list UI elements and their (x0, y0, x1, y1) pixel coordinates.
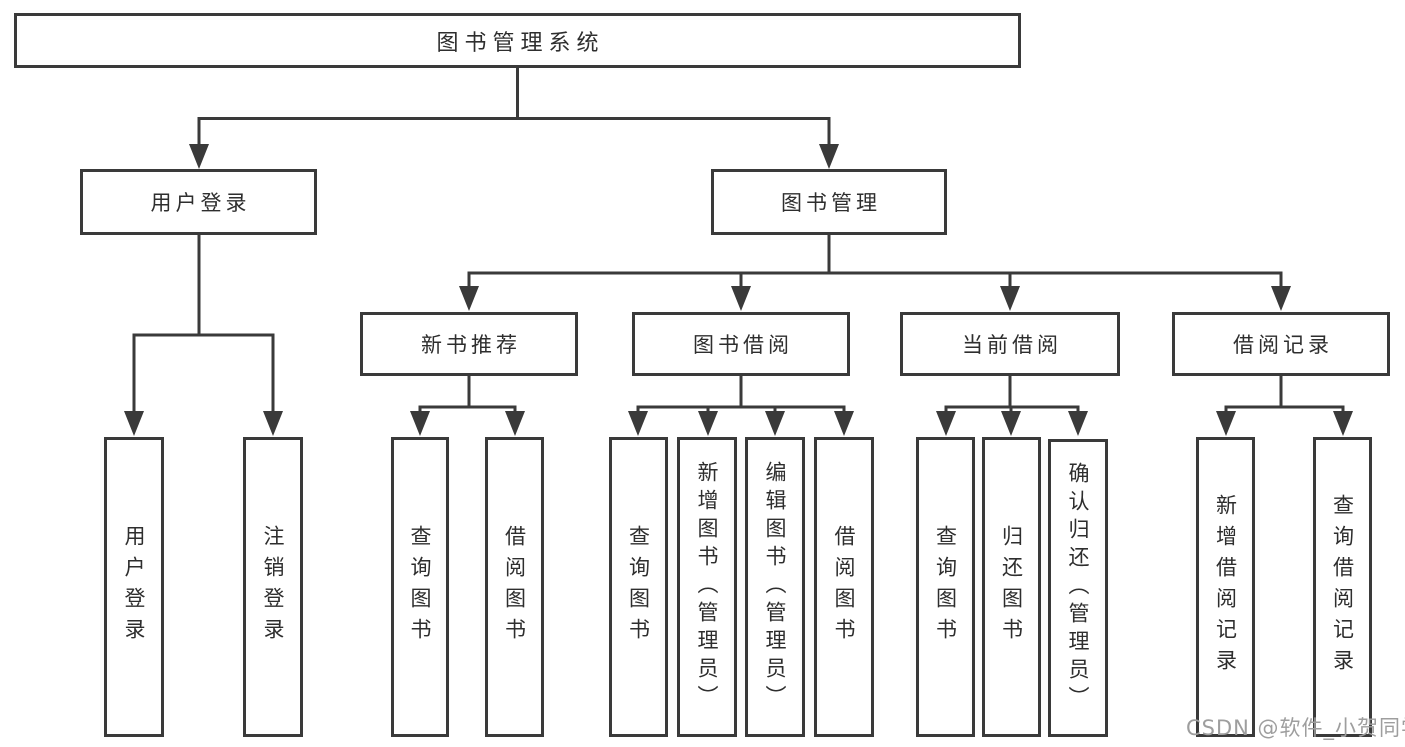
leaf-current-confirm-return-label: 确认归还（管理员） (1066, 462, 1090, 714)
leaf-borrow-query-book: 查询图书 (609, 437, 668, 737)
leaf-record-query: 查询借阅记录 (1313, 437, 1372, 737)
node-root: 图书管理系统 (14, 13, 1021, 68)
leaf-recommend-borrow-book: 借阅图书 (485, 437, 544, 737)
leaf-borrow-add-book: 新增图书（管理员） (677, 437, 737, 737)
leaf-user-login-label: 用户登录 (122, 525, 146, 649)
leaf-logout-login: 注销登录 (243, 437, 303, 737)
leaf-user-login: 用户登录 (104, 437, 164, 737)
leaf-borrow-edit-book: 编辑图书（管理员） (745, 437, 805, 737)
node-borrow-record: 借阅记录 (1172, 312, 1390, 376)
connector-new-book-recommend-to-children (410, 376, 525, 436)
leaf-borrow-query-book-label: 查询图书 (626, 525, 651, 649)
leaf-recommend-borrow-book-label: 借阅图书 (502, 525, 527, 649)
leaf-recommend-query-book: 查询图书 (391, 437, 449, 737)
leaf-record-add: 新增借阅记录 (1196, 437, 1255, 737)
leaf-current-query-book-label: 查询图书 (933, 525, 958, 649)
leaf-borrow-add-book-label: 新增图书（管理员） (695, 461, 719, 713)
node-new-book-recommend-label: 新书推荐 (421, 333, 521, 357)
leaf-current-return-book-label: 归还图书 (999, 525, 1024, 649)
leaf-recommend-query-book-label: 查询图书 (408, 525, 432, 649)
node-book-borrow: 图书借阅 (632, 312, 850, 376)
leaf-record-query-label: 查询借阅记录 (1330, 494, 1355, 680)
leaf-borrow-borrow-book-label: 借阅图书 (832, 525, 856, 649)
leaf-borrow-borrow-book: 借阅图书 (814, 437, 874, 737)
leaf-borrow-edit-book-label: 编辑图书（管理员） (763, 461, 787, 713)
csdn-watermark: CSDN @软件_小贺同学 (1186, 716, 1405, 740)
leaf-current-query-book: 查询图书 (916, 437, 975, 737)
node-user-login-group-label: 用户登录 (150, 191, 251, 215)
connector-book-management-to-level3 (459, 235, 1291, 311)
node-root-label: 图书管理系统 (436, 30, 605, 56)
node-current-borrow: 当前借阅 (900, 312, 1120, 376)
connector-borrow-record-to-children (1216, 376, 1353, 436)
node-borrow-record-label: 借阅记录 (1233, 333, 1333, 357)
node-user-login-group: 用户登录 (80, 169, 317, 235)
connector-root-to-level2 (189, 68, 839, 169)
node-new-book-recommend: 新书推荐 (360, 312, 578, 376)
leaf-current-return-book: 归还图书 (982, 437, 1041, 737)
connector-current-borrow-to-children (936, 376, 1088, 436)
node-book-management-group: 图书管理 (711, 169, 947, 235)
leaf-record-add-label: 新增借阅记录 (1213, 494, 1238, 680)
connector-user-login-to-children (124, 235, 283, 436)
node-current-borrow-label: 当前借阅 (962, 333, 1062, 357)
connector-book-borrow-to-children (628, 376, 854, 436)
leaf-logout-login-label: 注销登录 (261, 525, 285, 649)
node-book-management-group-label: 图书管理 (781, 191, 881, 215)
leaf-current-confirm-return: 确认归还（管理员） (1048, 439, 1108, 737)
node-book-borrow-label: 图书借阅 (693, 333, 793, 357)
